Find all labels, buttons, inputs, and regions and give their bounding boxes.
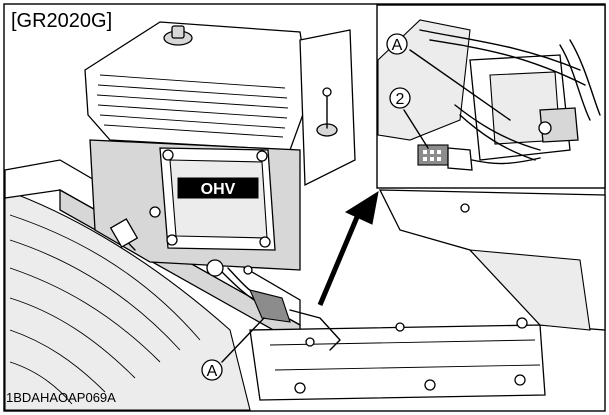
bolt xyxy=(294,382,306,394)
bolt xyxy=(514,374,526,386)
ohv-badge-plate xyxy=(177,177,259,199)
left-fender xyxy=(4,189,251,411)
bolt xyxy=(256,150,268,162)
shroud-fins xyxy=(96,74,289,138)
inset-detail xyxy=(377,19,601,171)
ohv-badge: OHV xyxy=(201,181,236,198)
bolt xyxy=(166,234,178,246)
bolt xyxy=(149,206,161,218)
model-label: [GR2020G] xyxy=(8,9,116,33)
callout-a-inset: A xyxy=(392,37,403,54)
bolt xyxy=(162,149,174,161)
callout-2-circle xyxy=(389,87,411,109)
leader-2 xyxy=(403,109,429,149)
zoom-arrow-head xyxy=(344,190,379,225)
callout-a-main-circle xyxy=(201,359,223,381)
leader-a-inset xyxy=(409,49,511,121)
figure-code: 1BDAHAOAP069A xyxy=(6,390,116,405)
callout-a-inset-circle xyxy=(386,33,408,55)
bolt xyxy=(424,379,436,391)
connector-main xyxy=(249,289,291,323)
leader-a-main xyxy=(221,317,265,363)
callout-a-main: A xyxy=(207,363,218,380)
zoom-arrow-shaft xyxy=(317,209,363,306)
lower-chassis xyxy=(249,324,546,401)
bolt xyxy=(259,236,271,248)
connector-2 xyxy=(417,144,449,166)
connector-2-pins xyxy=(423,150,441,161)
callout-2: 2 xyxy=(396,91,405,108)
fender-hatching xyxy=(9,214,201,405)
right-bracket xyxy=(468,249,591,331)
